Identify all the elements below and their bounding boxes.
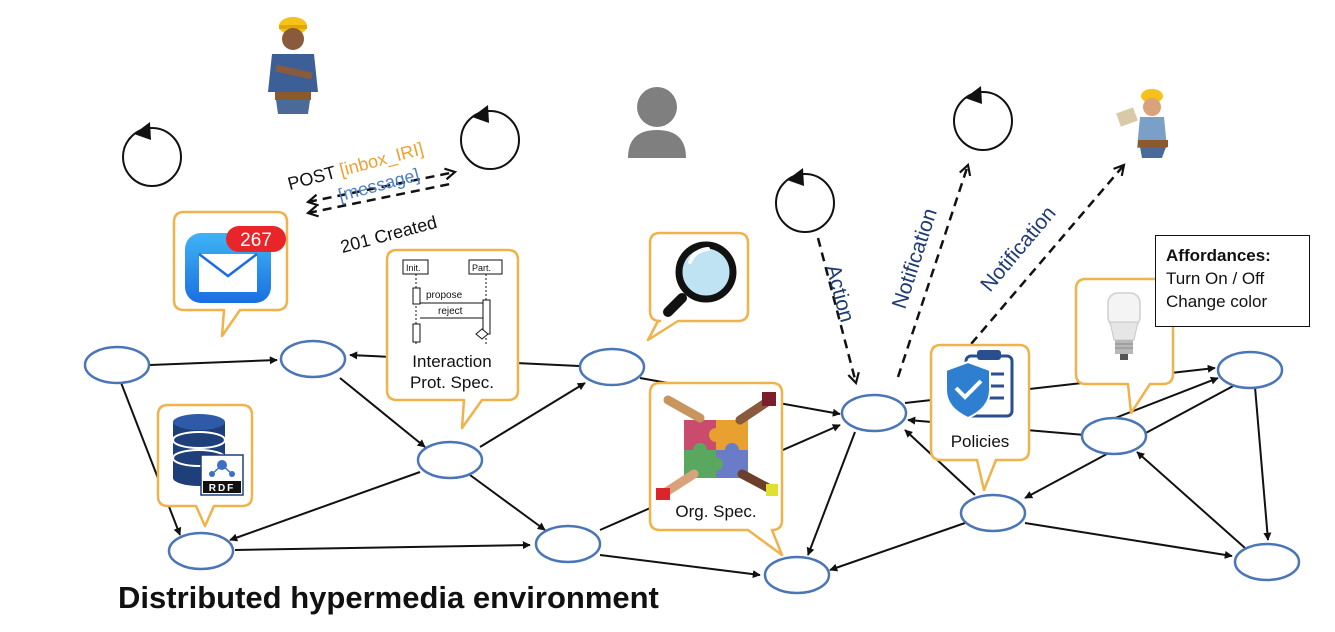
edge — [339, 377, 426, 448]
agent-circle-icon — [775, 168, 835, 233]
post-exchange — [308, 172, 455, 213]
post-label-group: POST [inbox_IRI] [message] — [286, 139, 426, 206]
graph-nodes — [83, 339, 1301, 595]
affordance-color: Change color — [1166, 292, 1268, 311]
edge — [1136, 451, 1246, 549]
post-arrow — [308, 172, 455, 202]
notification-arrow-2 — [941, 165, 1124, 379]
puzzle-hands-icon — [656, 392, 778, 500]
edge — [1024, 522, 1233, 559]
construction-worker-icon — [268, 17, 318, 114]
edge — [806, 431, 856, 556]
edge — [479, 382, 586, 448]
person-silhouette-icon — [628, 87, 686, 158]
flow-arrows — [816, 165, 1124, 383]
interaction-label-line1: Interaction — [412, 352, 491, 371]
graph-node — [83, 345, 151, 385]
edge — [599, 554, 761, 579]
lightbulb-icon — [1107, 292, 1141, 360]
svg-text:Part.: Part. — [472, 263, 491, 273]
interaction-protocol-bubble — [385, 248, 520, 430]
graph-node — [167, 531, 235, 571]
graph-node — [534, 524, 602, 564]
notification-label-2: Notification — [976, 202, 1060, 296]
post-verb: POST — [286, 161, 343, 194]
notification-badge: 267 — [226, 226, 286, 252]
svg-text:Init.: Init. — [406, 263, 421, 273]
edge — [1109, 376, 1219, 421]
graph-node — [840, 393, 908, 433]
interaction-label-line2: Prot. Spec. — [410, 373, 494, 392]
diagram-title: Distributed hypermedia environment — [118, 580, 659, 615]
agent-circle-icon — [460, 105, 520, 170]
shield-clipboard-icon — [945, 350, 1014, 420]
notification-label-1: Notification — [888, 206, 942, 312]
graph-node — [959, 493, 1027, 533]
edge — [904, 429, 976, 496]
affordances-box: Affordances: Turn On / Off Change color — [1155, 235, 1310, 327]
agent-circle-icon — [122, 122, 182, 187]
graph-node — [416, 440, 484, 480]
edge — [234, 541, 531, 551]
action-arrow — [816, 237, 856, 383]
affordance-toggle: Turn On / Off — [1166, 269, 1265, 288]
agents — [122, 86, 1013, 233]
notification-arrow-1 — [896, 165, 968, 378]
agent-circle-icon — [953, 86, 1013, 151]
policies-label: Policies — [951, 432, 1010, 451]
edge — [119, 379, 182, 536]
database-icon: RDF — [172, 414, 244, 496]
graph-node — [1233, 542, 1301, 582]
svg-text:reject: reject — [438, 306, 463, 317]
edge — [1254, 386, 1272, 541]
edge — [149, 356, 278, 366]
action-label: Action — [821, 262, 858, 324]
edge — [229, 471, 421, 542]
svg-text:propose: propose — [426, 290, 463, 301]
svg-text:RDF: RDF — [209, 483, 236, 494]
worker-with-clipboard-icon — [1116, 89, 1168, 158]
graph-node — [763, 555, 831, 595]
sequence-diagram-icon: Init. Part. propose reject — [402, 259, 503, 345]
graph-node — [1080, 416, 1148, 456]
edge — [469, 474, 546, 531]
graph-node — [279, 339, 347, 379]
graph-node — [1216, 350, 1284, 390]
affordances-heading: Affordances: — [1166, 246, 1271, 265]
magnifier-icon — [663, 241, 737, 317]
svg-text:267: 267 — [240, 230, 272, 251]
org-spec-label: Org. Spec. — [675, 502, 756, 521]
graph-node — [578, 347, 646, 387]
created-arrow — [308, 181, 456, 213]
edge — [829, 522, 966, 572]
